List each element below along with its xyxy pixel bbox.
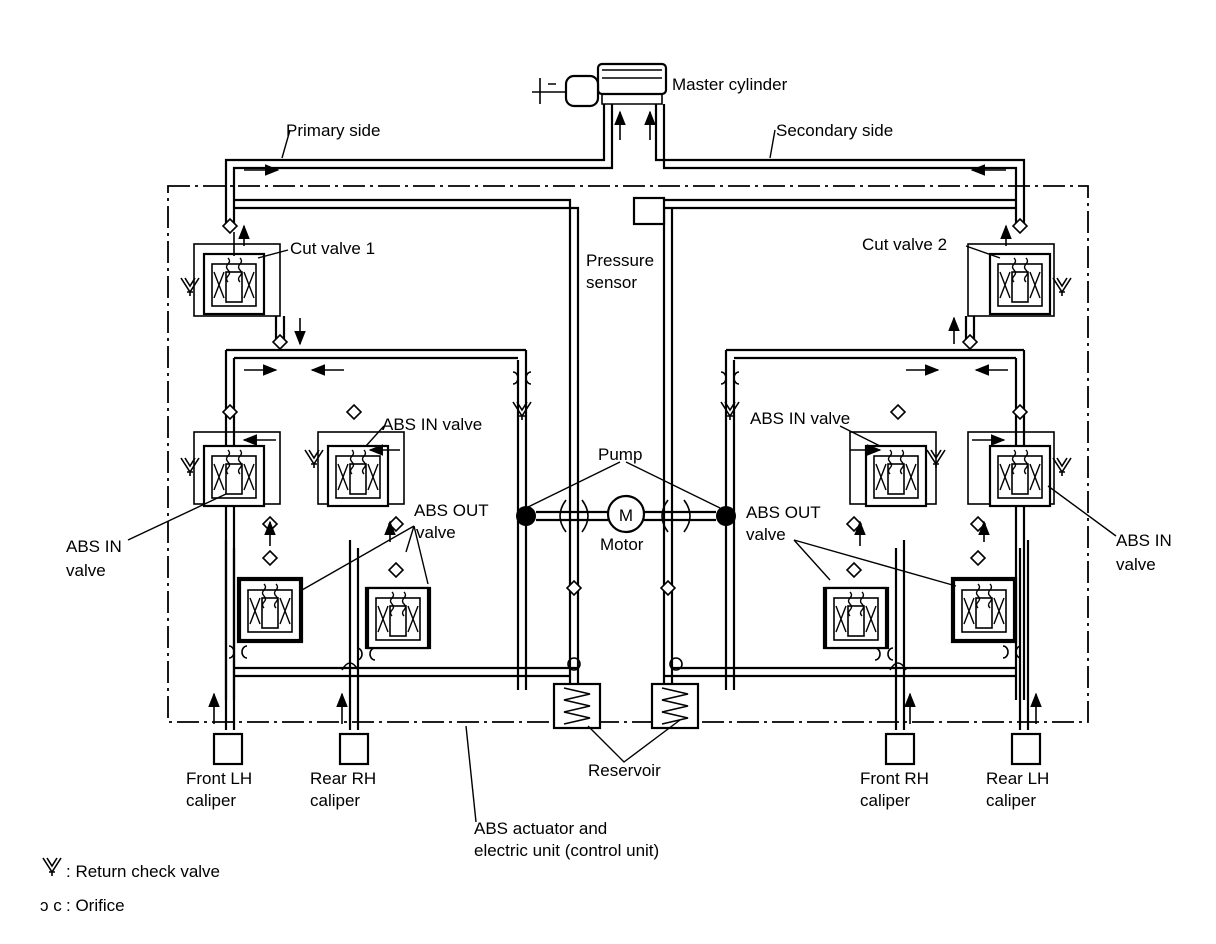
abs-out-valve-front-lh: [228, 550, 304, 659]
label-abs-in-right-line1: ABS IN: [1116, 531, 1172, 550]
label-reservoir: Reservoir: [588, 761, 661, 780]
label-abs-in-right-line2: valve: [1116, 555, 1156, 574]
legend-return-check-valve: : Return check valve: [66, 862, 220, 881]
label-abs-out-left-line2: valve: [416, 523, 456, 542]
label-front-lh-line2: caliper: [186, 791, 236, 810]
label-rear-lh-line2: caliper: [986, 791, 1036, 810]
label-abs-in-left-line1: ABS IN: [66, 537, 122, 556]
label-secondary-side: Secondary side: [776, 121, 893, 140]
label-pump: Pump: [598, 445, 642, 464]
return-check-valve-icon: [42, 857, 62, 877]
label-master-cylinder: Master cylinder: [672, 75, 788, 94]
label-actuator-line2: electric unit (control unit): [474, 841, 659, 860]
abs-in-valve-rear-rh: [304, 404, 405, 508]
pressure-sensor: [632, 196, 666, 226]
label-front-rh-line1: Front RH: [860, 769, 929, 788]
abs-out-valve-front-rh: [822, 562, 894, 661]
actuator-frame: [167, 185, 1089, 723]
caliper-front-lh: [212, 732, 244, 766]
master-cylinder: [532, 62, 668, 108]
label-cut-valve-1: Cut valve 1: [290, 239, 375, 258]
label-rear-rh-line2: caliper: [310, 791, 360, 810]
label-rear-lh-line1: Rear LH: [986, 769, 1049, 788]
label-motor: Motor: [600, 535, 644, 554]
label-abs-out-left-line1: ABS OUT: [414, 501, 489, 520]
caliper-rear-lh: [1010, 732, 1042, 766]
label-actuator-line1: ABS actuator and: [474, 819, 607, 838]
label-cut-valve-2: Cut valve 2: [862, 235, 947, 254]
label-pressure-sensor-line1: Pressure: [586, 251, 654, 270]
label-abs-in-valve-right: ABS IN valve: [750, 409, 850, 428]
cut-valve-1: [180, 218, 306, 350]
reservoir-left: [552, 682, 602, 730]
orifice-icon: ɔ с: [40, 896, 62, 915]
cut-valve-2: [948, 218, 1072, 350]
legend-orifice: : Orifice: [66, 896, 125, 915]
label-front-lh-line1: Front LH: [186, 769, 252, 788]
leader-lines: [127, 129, 1117, 823]
abs-in-valve-front-rh: [849, 404, 946, 508]
label-abs-out-right-line2: valve: [746, 525, 786, 544]
caliper-front-rh: [884, 732, 916, 766]
label-abs-out-right-line1: ABS OUT: [746, 503, 821, 522]
motor-symbol-letter: M: [619, 506, 633, 525]
reservoir-right: [650, 682, 700, 730]
abs-out-valve-rear-lh: [950, 550, 1022, 659]
primary-circuit-pipes: [224, 104, 614, 690]
abs-in-valve-front-lh: [180, 404, 281, 508]
abs-in-valve-rear-lh: [967, 404, 1072, 508]
abs-out-valve-rear-rh: [356, 562, 432, 661]
label-front-rh-line2: caliper: [860, 791, 910, 810]
pump-and-motor: M: [516, 494, 736, 534]
label-abs-in-valve-left: ABS IN valve: [382, 415, 482, 434]
label-rear-rh-line1: Rear RH: [310, 769, 376, 788]
legend: : Return check valve ɔ с : Orifice: [40, 857, 220, 915]
label-primary-side: Primary side: [286, 121, 380, 140]
motor-symbol: [606, 494, 646, 534]
caliper-rear-rh: [338, 732, 370, 766]
label-abs-in-left-line2: valve: [66, 561, 106, 580]
label-pressure-sensor-line2: sensor: [586, 273, 637, 292]
secondary-circuit-pipes: [650, 104, 1026, 690]
